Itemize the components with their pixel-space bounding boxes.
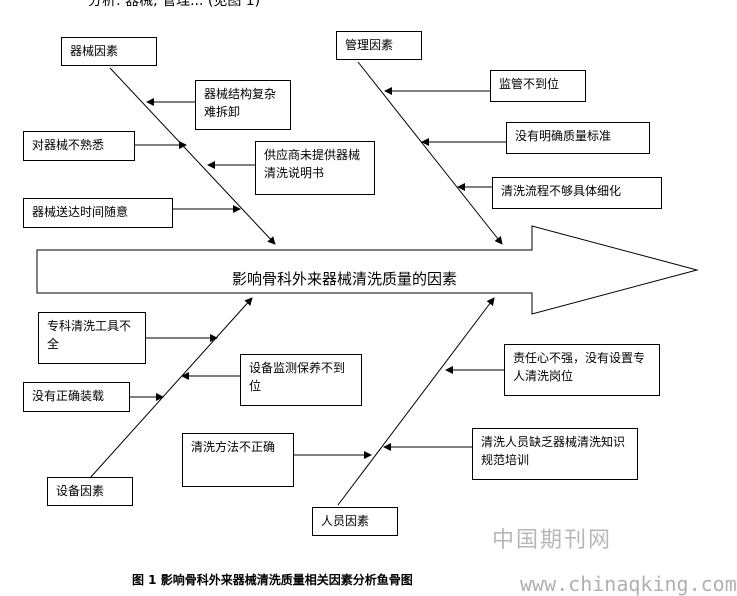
fishbone-diagram	[36, 61, 699, 506]
cause-wrong-method: 清洗方法不正确	[182, 433, 294, 487]
cause-low-responsibility: 责任心不强，没有设置专人清洗岗位	[504, 344, 660, 396]
cause-wrong-loading: 没有正确装载	[23, 382, 130, 412]
cause-tools-incomplete: 专科清洗工具不全	[38, 312, 146, 364]
bone-device	[89, 297, 253, 479]
bone-equipment	[109, 67, 276, 245]
watermark-url: www.chinaqking.com	[520, 572, 737, 596]
cropped-top-text: 分析: 器械, 管理... (见图 1)	[88, 0, 261, 9]
cause-process-not-detailed: 清洗流程不够具体细化	[492, 177, 662, 209]
bone-personnel	[337, 297, 495, 506]
category-device-factors: 设备因素	[47, 477, 133, 506]
cause-monitoring-maintenance: 设备监测保养不到位	[240, 354, 362, 406]
spine-arrow	[36, 225, 699, 315]
cause-structure-complex: 器械结构复杂难拆卸	[195, 80, 291, 130]
cause-no-manual: 供应商未提供器械清洗说明书	[255, 141, 375, 195]
cause-lack-training: 清洗人员缺乏器械清洗知识规范培训	[472, 428, 638, 480]
category-management-factors: 管理因素	[336, 31, 422, 60]
cause-no-standard: 没有明确质量标准	[506, 122, 650, 154]
watermark-chinese: 中国期刊网	[492, 528, 613, 553]
spine-label: 影响骨科外来器械清洗质量的因素	[232, 270, 458, 288]
cause-delivery-random: 器械送达时间随意	[23, 198, 173, 228]
category-personnel-factors: 人员因素	[312, 507, 398, 536]
bone-management	[357, 61, 503, 245]
figure-caption: 图 1 影响骨科外来器械清洗质量相关因素分析鱼骨图	[132, 573, 413, 587]
cause-unfamiliar: 对器械不熟悉	[23, 131, 135, 161]
category-equipment-factors: 器械因素	[61, 37, 157, 66]
cause-supervision: 监管不到位	[490, 70, 586, 102]
